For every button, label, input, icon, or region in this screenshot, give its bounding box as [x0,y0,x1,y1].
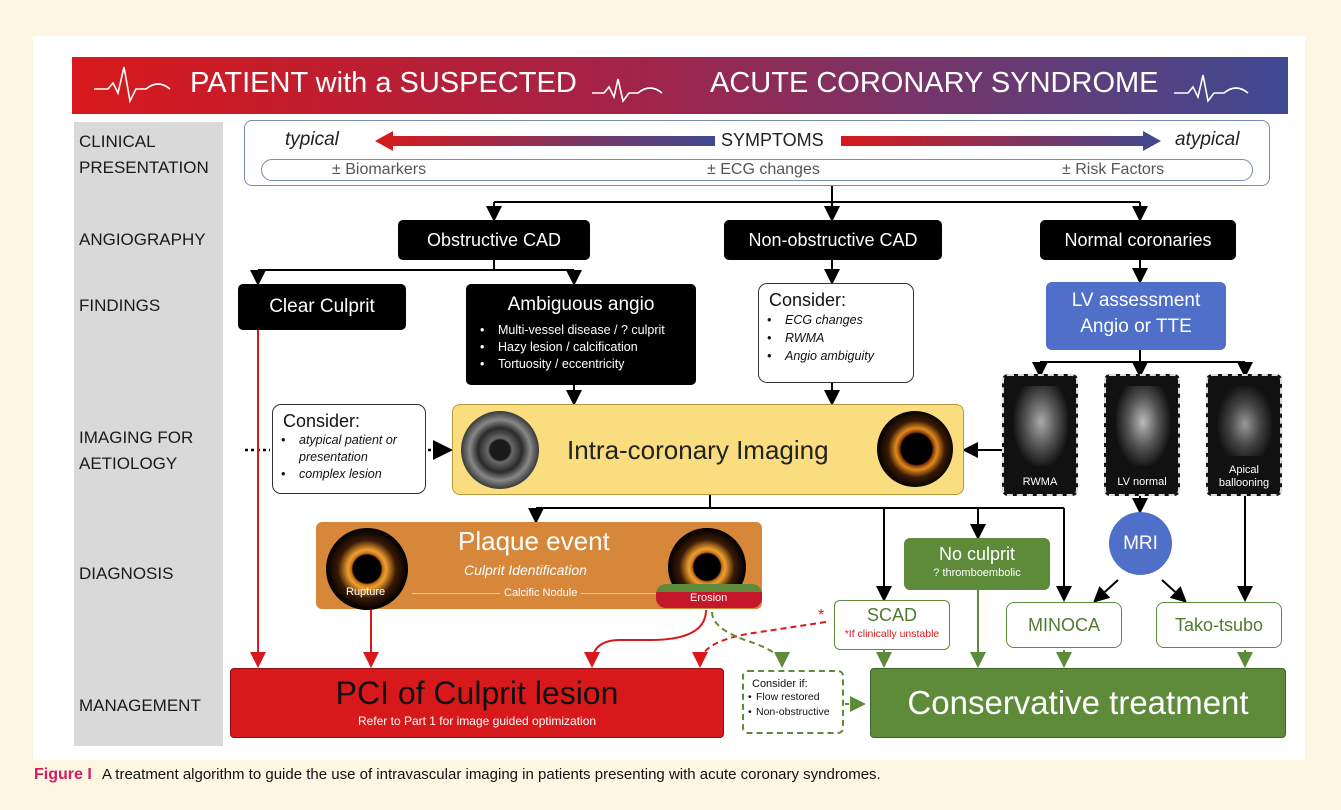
row-label-management: MANAGEMENT [79,696,201,715]
clear-culprit-box: Clear Culprit [238,284,406,330]
risk-factors-label: ± Risk Factors [1062,161,1165,178]
ivus-image-icon [461,411,539,489]
atypical-arrow-icon [841,131,1161,151]
row-label-column [74,122,223,746]
intracoronary-imaging-label: Intra-coronary Imaging [567,435,829,465]
row-label-angiography: ANGIOGRAPHY [79,230,206,249]
consider-imaging-title: Consider: [283,411,361,431]
row-label-presentation: PRESENTATION [79,158,209,177]
pci-title: PCI of Culprit lesion [335,675,619,711]
clinical-presentation-box: typical SYMPTOMS atypical ± Biomarkers ±… [244,120,1270,186]
secondary-factors-pill: ± Biomarkers ± ECG changes ± Risk Factor… [261,159,1253,181]
echo-lv-normal-label: LV normal [1117,476,1167,488]
figure-caption: Figure I A treatment algorithm to guide … [34,766,1304,784]
lv-assessment-line2: Angio or TTE [1080,316,1192,337]
erosion-label: Erosion [690,592,728,604]
scad-note: *If clinically unstable [844,628,940,640]
consider-findings-title: Consider: [769,290,847,310]
ecg-changes-label: ± ECG changes [707,161,820,178]
erosion-badge [656,584,762,608]
banner-title-part1: PATIENT with a SUSPECTED [190,67,577,99]
consider-imaging-item: atypical patient or presentation [277,432,425,466]
consider-item: RWMA [763,329,913,347]
consider-item: Angio ambiguity [763,347,913,365]
row-label-imaging: IMAGING FOR [79,428,194,447]
minoca-box: MINOCA [1006,602,1122,648]
ambiguous-angio-box: Ambiguous angio Multi-vessel disease / ?… [466,284,696,385]
no-culprit-title: No culprit [938,544,1016,564]
echo-apical-ballooning-image: Apical ballooning [1206,374,1282,496]
figure-label: Figure I [34,766,92,783]
ecg-trace-icons [94,66,1249,104]
lv-assessment-line1: LV assessment [1071,290,1201,311]
scad-label: SCAD [866,605,917,625]
calcific-nodule-label: Calcific Nodule [500,587,582,599]
consider-imaging-item: complex lesion [277,466,425,483]
ambiguous-angio-list: Multi-vessel disease / ? culprit Hazy le… [476,322,696,373]
scad-asterisk: * [818,607,825,624]
typical-arrow-icon [375,131,715,151]
biomarkers-label: ± Biomarkers [332,161,427,178]
consider-imaging-box: Consider: atypical patient or presentati… [272,404,426,494]
echo-scan-icon [1116,386,1170,466]
takotsubo-box: Tako-tsubo [1156,602,1282,648]
echo-rwma-label: RWMA [1022,476,1058,488]
plaque-event-box: Rupture Plaque event Culprit Identificat… [316,522,762,610]
mri-circle: MRI [1109,512,1172,575]
rupture-oct-image [326,528,408,610]
echo-apical-ballooning-label: Apical ballooning [1218,464,1270,489]
echo-rwma-image: RWMA [1002,374,1078,496]
atypical-label: atypical [1175,129,1240,150]
consider-if-list: Flow restored Non-obstructive [744,690,842,720]
echo-scan-icon [1014,386,1068,466]
title-banner: PATIENT with a SUSPECTED ACUTE CORONARY … [72,57,1288,114]
ambiguous-item: Multi-vessel disease / ? culprit [476,322,696,339]
consider-if-box: Consider if: Flow restored Non-obstructi… [742,670,844,734]
thromboembolic-label: ? thromboembolic [933,567,1021,579]
intracoronary-imaging-box: Intra-coronary Imaging [452,404,964,495]
no-culprit-box: No culprit ? thromboembolic [904,538,1050,590]
row-label-findings: FINDINGS [79,296,161,315]
row-label-aetiology: AETIOLOGY [79,454,178,473]
normal-coronaries-box: Normal coronaries [1040,220,1236,260]
consider-if-item: Flow restored [744,690,842,705]
oct-image-icon [877,411,953,487]
pci-subtitle: Refer to Part 1 for image guided optimiz… [357,714,597,728]
consider-if-title: Consider if: [752,678,808,690]
consider-if-item: Non-obstructive [744,705,842,720]
row-label-clinical: CLINICAL [79,132,156,151]
figure-caption-text: A treatment algorithm to guide the use o… [101,766,881,783]
symptoms-label: SYMPTOMS [721,130,824,150]
typical-label: typical [285,129,339,150]
obstructive-cad-box: Obstructive CAD [398,220,590,260]
banner-title-part2: ACUTE CORONARY SYNDROME [710,67,1159,99]
scad-box: SCAD *If clinically unstable [834,600,950,650]
conservative-treatment-box: Conservative treatment [870,668,1286,738]
culprit-identification-label: Culprit Identification [464,562,587,578]
ambiguous-angio-title: Ambiguous angio [507,294,655,315]
echo-scan-icon [1218,386,1272,456]
rupture-label: Rupture [346,586,386,598]
ambiguous-item: Tortuosity / eccentricity [476,356,696,373]
lv-assessment-box: LV assessment Angio or TTE [1046,282,1226,350]
non-obstructive-cad-box: Non-obstructive CAD [724,220,942,260]
consider-imaging-list: atypical patient or presentation complex… [277,432,425,483]
pci-culprit-lesion-box: PCI of Culprit lesion Refer to Part 1 fo… [230,668,724,738]
consider-findings-box: Consider: ECG changes RWMA Angio ambigui… [758,283,914,383]
consider-item: ECG changes [763,311,913,329]
echo-lv-normal-image: LV normal [1104,374,1180,496]
ambiguous-item: Hazy lesion / calcification [476,339,696,356]
plaque-event-title: Plaque event [458,526,610,556]
row-label-diagnosis: DIAGNOSIS [79,564,174,583]
consider-findings-list: ECG changes RWMA Angio ambiguity [763,311,913,365]
